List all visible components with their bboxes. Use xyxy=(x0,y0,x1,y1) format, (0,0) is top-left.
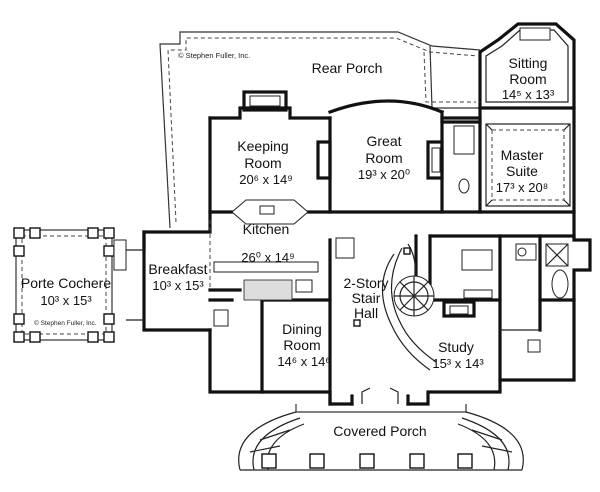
label-master-suite-1: Master xyxy=(501,147,544,163)
master-bath-fixtures xyxy=(453,125,569,353)
study-bay xyxy=(442,300,540,331)
label-stair-hall-3: Hall xyxy=(354,305,378,321)
dim-breakfast: 10³ x 15³ xyxy=(152,278,204,293)
porte-cochere xyxy=(13,227,144,343)
sitting-room-bay xyxy=(478,22,576,110)
label-great-room-1: Great xyxy=(366,133,401,149)
label-stair-hall-2: Stair xyxy=(352,290,381,306)
label-porte-cochere: Porte Cochere xyxy=(21,275,111,291)
label-breakfast: Breakfast xyxy=(148,261,207,277)
copyright-top: © Stephen Fuller, Inc. xyxy=(178,51,250,60)
label-rear-porch: Rear Porch xyxy=(312,60,383,76)
label-study: Study xyxy=(438,339,474,355)
label-kitchen: Kitchen xyxy=(243,221,290,237)
label-great-room-2: Room xyxy=(365,150,402,166)
dim-dining-room: 14⁶ x 14⁶ xyxy=(277,354,330,369)
dim-study: 15³ x 14³ xyxy=(432,356,484,371)
covered-porch xyxy=(238,387,524,471)
stair-hall xyxy=(335,237,437,371)
label-keeping-room-1: Keeping xyxy=(237,138,288,154)
dim-master-suite: 17³ x 20⁸ xyxy=(496,180,548,195)
dim-kitchen: 26⁰ x 14⁹ xyxy=(241,250,294,265)
copyright-bottom: © Stephen Fuller, Inc. xyxy=(34,319,97,327)
kitchen-fixtures xyxy=(209,199,319,327)
dim-porte-cochere: 10³ x 15³ xyxy=(40,293,92,308)
label-stair-hall-1: 2-Story xyxy=(343,275,388,291)
label-covered-porch: Covered Porch xyxy=(333,423,426,439)
label-dining-room-2: Room xyxy=(283,337,320,353)
keeping-fireplace xyxy=(242,90,288,112)
dim-great-room: 19³ x 20⁰ xyxy=(358,167,410,182)
great-room-fireplace xyxy=(316,140,444,180)
label-sitting-room-1: Sitting xyxy=(509,55,548,71)
dim-keeping-room: 20⁶ x 14⁹ xyxy=(239,172,293,187)
label-keeping-room-2: Room xyxy=(244,155,281,171)
label-master-suite-2: Suite xyxy=(506,163,538,179)
label-sitting-room-2: Room xyxy=(509,71,546,87)
master-tray-ceiling xyxy=(485,123,571,207)
dim-sitting-room: 14⁵ x 13³ xyxy=(502,87,555,102)
label-dining-room-1: Dining xyxy=(282,321,322,337)
